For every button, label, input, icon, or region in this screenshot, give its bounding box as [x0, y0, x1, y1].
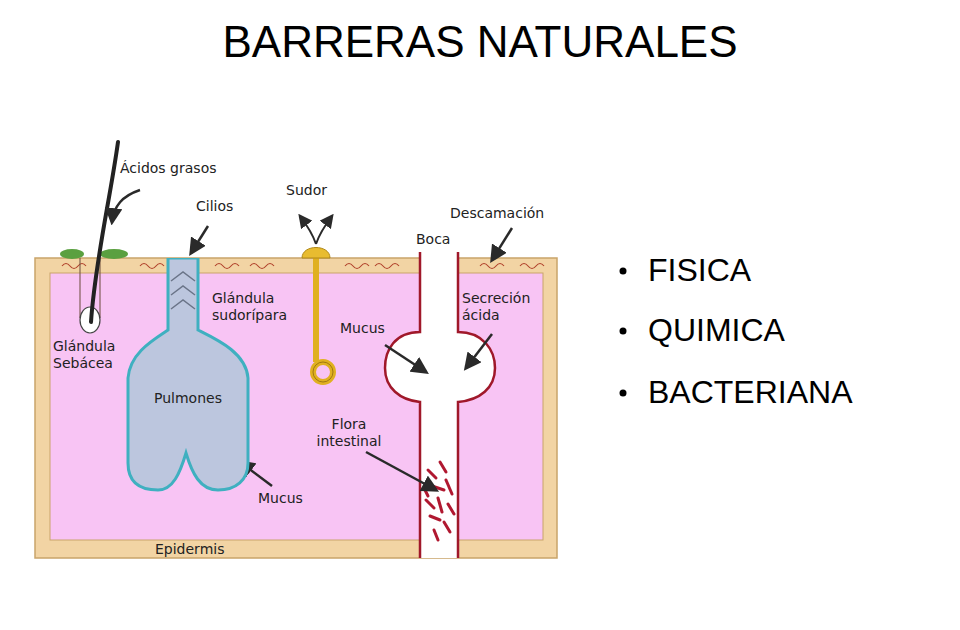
bacterium: [428, 470, 436, 478]
skin-flakes: [62, 264, 544, 269]
skin-flake: [140, 264, 164, 269]
sweat-arrow: [300, 216, 316, 244]
skin-flake: [375, 264, 399, 269]
bacterium: [438, 498, 442, 512]
skin-flake: [480, 264, 504, 269]
leader-arrow: [466, 334, 492, 368]
bacterium: [446, 480, 452, 494]
bullet-item: BACTERIANA: [648, 372, 948, 412]
callout-label: Mucus: [340, 320, 400, 337]
leader-arrow: [366, 452, 436, 490]
bullet: [620, 268, 627, 275]
layer-label: Epidermis: [155, 541, 224, 558]
bacterium: [444, 522, 450, 532]
cilia: [171, 300, 195, 309]
skin-flake: [250, 264, 274, 269]
callout-label: Flora intestinal: [306, 416, 392, 450]
leader-arrow: [191, 226, 208, 253]
sweat-duct: [313, 256, 319, 362]
leader-arrow: [492, 228, 512, 260]
skin-flake: [520, 264, 544, 269]
tube-wall: [385, 252, 420, 558]
cilia: [171, 272, 195, 281]
callout-label: Glándula sudorípara: [212, 290, 302, 324]
skin-layer: [35, 258, 557, 558]
callout-label: Ácidos grasos: [120, 160, 250, 177]
callout-label: Cilios: [196, 198, 256, 215]
hair: [91, 142, 118, 322]
fatty-acids: [60, 249, 84, 259]
leader-arrow: [112, 190, 140, 222]
bullet: [620, 328, 627, 335]
bullet-item: QUIMICA: [648, 310, 948, 350]
bacterium: [424, 488, 428, 496]
bacterium: [434, 530, 438, 540]
organ-label: Pulmones: [128, 390, 248, 407]
sweat-coil-edge: [313, 362, 333, 382]
sweat-coil: [313, 362, 333, 382]
callout-label: Mucus: [258, 490, 318, 507]
bacterium: [440, 462, 446, 472]
callout-label: Descamación: [450, 205, 560, 222]
bacterium: [448, 504, 454, 514]
bacterium: [426, 500, 434, 508]
skin-flake: [215, 264, 239, 269]
leader-arrow: [385, 345, 426, 372]
slide-title: BARRERAS NATURALES: [0, 16, 960, 68]
callout-label: Secreción ácida: [462, 290, 542, 324]
skin-flake: [62, 264, 86, 269]
skin-flake: [345, 264, 369, 269]
callout-label: Boca: [416, 231, 466, 248]
cilia: [171, 286, 195, 295]
callout-label: Sudor: [286, 182, 346, 199]
bullet: [620, 390, 627, 397]
fatty-acids: [100, 249, 128, 259]
intestinal-flora: [424, 462, 454, 540]
bacterium: [430, 516, 440, 520]
bullet-item: FISICA: [648, 250, 948, 290]
body-interior: [50, 273, 543, 540]
callout-label: Glándula Sebácea: [53, 338, 133, 372]
sweat-drop: [302, 248, 330, 259]
sweat-arrow: [316, 216, 332, 244]
